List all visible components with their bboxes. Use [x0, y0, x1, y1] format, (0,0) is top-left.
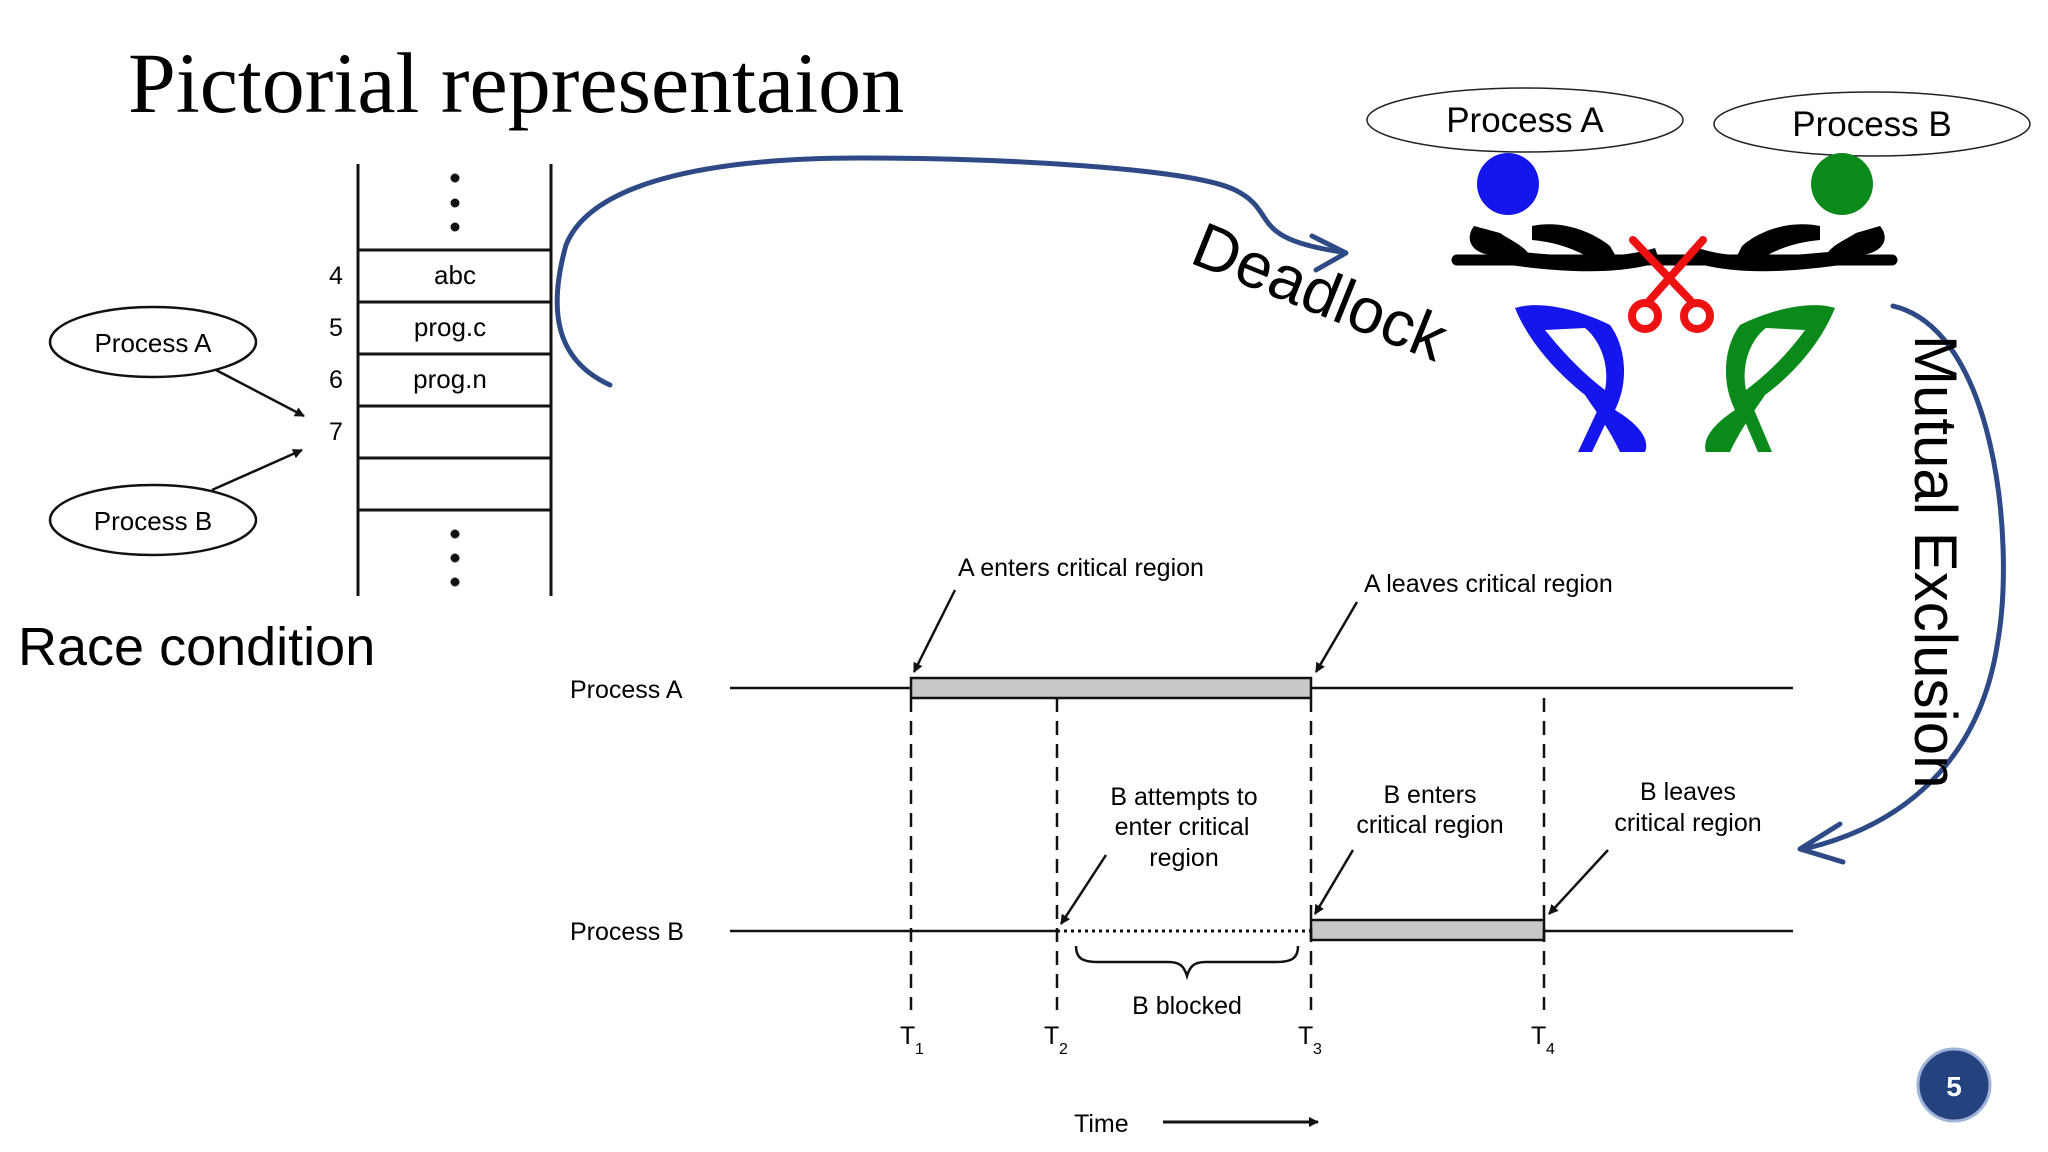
b-attempts-line1: B attempts to [1110, 783, 1257, 811]
b-enters-line2: critical region [1356, 811, 1503, 839]
svg-text:T: T [1044, 1022, 1059, 1050]
mutual-exclusion-label: Mutual Exclusion [1902, 335, 1969, 789]
process-a-ellipse [48, 305, 258, 379]
tick-t2: T 2 [1044, 1022, 1068, 1058]
deadlock-process-b-label: Process B [1792, 105, 1952, 144]
page-number: 5 [1946, 1071, 1962, 1102]
svg-text:T: T [900, 1022, 915, 1050]
process-b-ellipse [48, 483, 258, 557]
deadlock-process-a-label: Process A [1446, 101, 1604, 140]
svg-text:T: T [1531, 1022, 1546, 1050]
slot-index: 4 [329, 262, 343, 290]
slot-index: 6 [329, 366, 343, 394]
page-number-badge: 5 [1916, 1047, 1992, 1123]
svg-text:1: 1 [915, 1041, 924, 1058]
blocked-brace [1074, 945, 1300, 981]
slot-value: abc [434, 260, 476, 290]
process-a-label: Process A [94, 328, 212, 358]
ellipsis-dots-bottom [450, 529, 460, 587]
a-enters-label: A enters critical region [958, 554, 1204, 582]
tick-t4: T 4 [1531, 1022, 1555, 1058]
b-leaves-line2: critical region [1614, 809, 1761, 837]
slot-value: prog.n [413, 364, 487, 394]
deadlock-illustration: Process A Process B [1366, 87, 2031, 452]
process-b-label: Process B [94, 506, 213, 536]
spooler-diagram: 4 abc 5 prog.c 6 prog.n 7 Process A Proc… [48, 164, 553, 596]
slot-value: prog.c [414, 312, 486, 342]
ellipsis-dots-top [450, 173, 460, 232]
deadlock-curved-arrow [554, 155, 1345, 388]
race-condition-caption: Race condition [18, 617, 375, 677]
b-leaves-line1: B leaves [1640, 778, 1736, 806]
time-axis-label: Time [1074, 1110, 1129, 1138]
deadlock-label: Deadlock [1183, 208, 1458, 375]
svg-text:T: T [1298, 1022, 1313, 1050]
tick-t3: T 3 [1298, 1022, 1322, 1058]
mutex-timeline: Process A Process B A enters critical re… [570, 554, 1793, 1138]
timeline-process-a-label: Process A [570, 676, 683, 704]
svg-text:4: 4 [1546, 1041, 1555, 1058]
mutex-curved-arrow [1805, 303, 2006, 851]
scissors-icon [1628, 236, 1714, 333]
arrow-b-to-slot7 [211, 448, 303, 492]
deadlock-process-a-ellipse [1366, 87, 1684, 153]
slot-index: 5 [329, 314, 343, 342]
figure-process-b-icon [1692, 153, 1885, 452]
deadlock-arrowhead-icon [1309, 233, 1349, 273]
slide-title: Pictorial representaion [128, 35, 904, 131]
b-attempts-line3: region [1149, 844, 1219, 872]
b-enters-line1: B enters [1383, 781, 1476, 809]
process-b-critical-region-bar [1309, 918, 1546, 942]
timeline-process-b-label: Process B [570, 918, 684, 946]
arrow-a-to-slot7 [215, 368, 305, 418]
b-blocked-label: B blocked [1132, 992, 1242, 1020]
mutex-arrowhead-icon [1797, 821, 1846, 865]
process-a-critical-region-bar [909, 676, 1313, 700]
deadlock-process-b-ellipse [1713, 91, 2031, 157]
b-attempts-line2: enter critical [1115, 813, 1250, 841]
slot-index: 7 [329, 418, 343, 446]
a-leaves-label: A leaves critical region [1364, 570, 1613, 598]
figure-process-a-icon [1469, 153, 1660, 452]
svg-text:3: 3 [1313, 1041, 1322, 1058]
tick-t1: T 1 [900, 1022, 924, 1058]
svg-text:2: 2 [1059, 1041, 1068, 1058]
